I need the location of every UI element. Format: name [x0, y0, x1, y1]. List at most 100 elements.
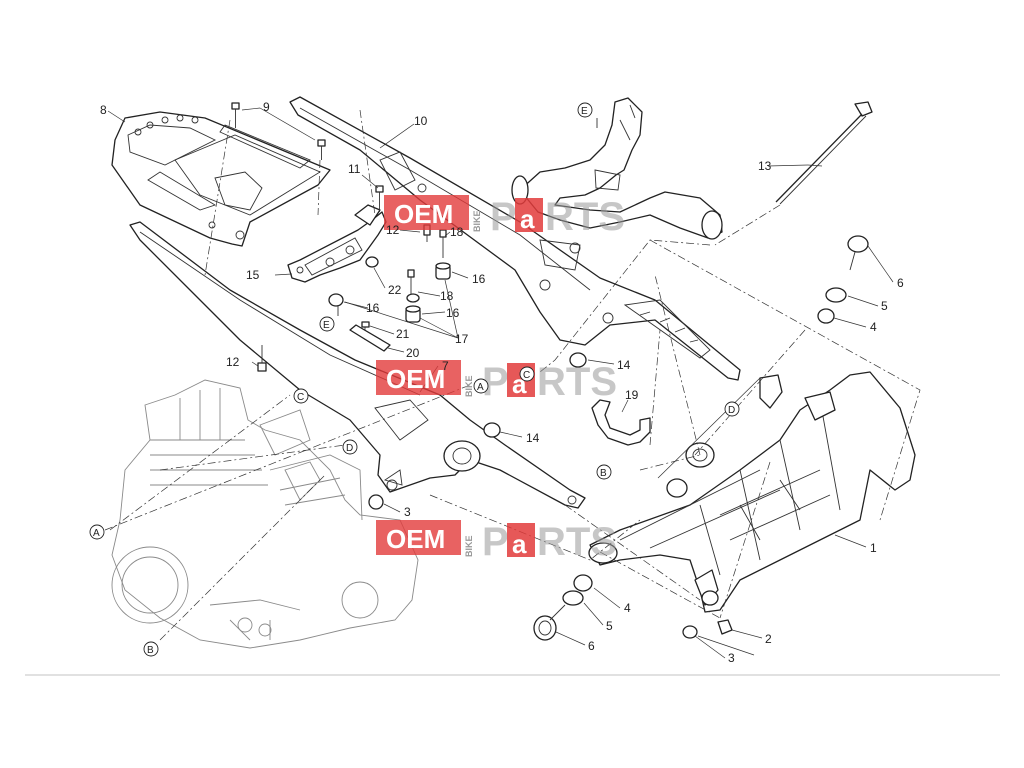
- luggage-rack: [111, 111, 331, 247]
- callout-5-lower: 5: [606, 619, 613, 633]
- watermark-parts-suffix: RTS: [537, 360, 617, 404]
- spacer-14-b: [483, 422, 501, 438]
- bushing-4-upper: [817, 308, 835, 324]
- watermark-bike: BIKE: [472, 210, 482, 232]
- callout-16-b: 16: [366, 301, 380, 315]
- callout-5-upper: 5: [881, 299, 888, 313]
- watermark-brand: OEM: [394, 199, 453, 229]
- spacer-20: [349, 324, 391, 352]
- watermark-brand: OEM: [386, 524, 445, 554]
- ref-marker-d-frame: D: [724, 401, 740, 417]
- reference-markers: A A B B C C D D: [89, 102, 740, 657]
- watermark-bike: BIKE: [464, 375, 474, 397]
- ref-marker-b-frame: B: [596, 464, 612, 480]
- bolt-6-upper: [847, 235, 869, 271]
- assembly-lines: [104, 109, 921, 641]
- watermark-bottom: OEM BIKE P a RTS: [376, 520, 617, 564]
- svg-text:E: E: [581, 106, 588, 117]
- ref-marker-c-engine: C: [293, 388, 309, 404]
- screw-9-b: [317, 139, 326, 160]
- exhaust-bracket: [511, 97, 723, 240]
- long-bolt-13: [775, 101, 873, 205]
- svg-text:C: C: [523, 370, 530, 381]
- watermark-top: OEM BIKE P a RTS: [384, 195, 625, 239]
- svg-text:E: E: [323, 320, 330, 331]
- callout-4-lower: 4: [624, 601, 631, 615]
- watermark-parts-prefix: P: [490, 195, 517, 239]
- engine-illustration: [111, 379, 419, 649]
- watermark-parts-highlight: a: [512, 529, 527, 559]
- callout-22: 22: [388, 283, 402, 297]
- callout-6-lower: 6: [588, 639, 595, 653]
- watermark-parts-prefix: P: [482, 520, 509, 564]
- watermark-brand: OEM: [386, 364, 445, 394]
- washer-5-upper: [825, 287, 847, 303]
- callout-18-a: 18: [450, 225, 464, 239]
- callout-9: 9: [263, 100, 270, 114]
- svg-text:B: B: [600, 468, 607, 479]
- spacer-3-left: [368, 494, 384, 510]
- callout-14-b: 14: [526, 431, 540, 445]
- screw-9-a: [231, 102, 240, 128]
- watermark-parts-suffix: RTS: [545, 195, 625, 239]
- svg-text:A: A: [477, 382, 484, 393]
- callout-12-top: 12: [386, 223, 400, 237]
- washer-5-lower: [562, 590, 584, 606]
- washer-18-b: [406, 293, 420, 303]
- svg-text:C: C: [297, 392, 304, 403]
- bracket-19: [591, 399, 651, 446]
- bushing-4-lower: [573, 574, 593, 592]
- ref-marker-e-plate: E: [319, 316, 335, 332]
- watermark-bike: BIKE: [464, 535, 474, 557]
- callout-1: 1: [870, 541, 877, 555]
- callout-10: 10: [414, 114, 428, 128]
- screw-18-b: [407, 269, 415, 296]
- callout-3-left: 3: [404, 505, 411, 519]
- callout-4-upper: 4: [870, 320, 877, 334]
- ref-marker-e-exhaust: E: [577, 102, 593, 118]
- nut-22: [365, 256, 379, 268]
- callout-18-b: 18: [440, 289, 454, 303]
- callout-labels: 1 2 3 3 4 4 5 5 6 6 7 8 9 10 11 12 12 13…: [100, 100, 904, 665]
- callout-8: 8: [100, 103, 107, 117]
- ref-marker-b-bottom: B: [143, 641, 159, 657]
- rubber-16-c: [405, 305, 421, 323]
- watermark-parts-suffix: RTS: [537, 520, 617, 564]
- callout-6-upper: 6: [897, 276, 904, 290]
- clip-2: [717, 619, 733, 635]
- svg-text:D: D: [728, 405, 735, 416]
- callout-12-left: 12: [226, 355, 240, 369]
- nut-3-right: [682, 625, 698, 639]
- svg-text:A: A: [93, 528, 100, 539]
- ref-marker-c-frame: C: [519, 366, 535, 382]
- mounting-plate: [287, 204, 387, 283]
- ref-marker-a-left: A: [89, 524, 105, 540]
- callout-20: 20: [406, 346, 420, 360]
- ref-marker-a-frame: A: [473, 378, 489, 394]
- screw-11: [375, 185, 384, 212]
- callout-13: 13: [758, 159, 772, 173]
- svg-text:B: B: [147, 645, 154, 656]
- spacer-16-a: [328, 293, 344, 307]
- main-frame: [588, 371, 916, 613]
- bolt-6-lower: [533, 604, 566, 641]
- spacer-14-a: [569, 352, 587, 368]
- callout-11: 11: [348, 162, 361, 176]
- callout-2: 2: [765, 632, 772, 646]
- svg-text:D: D: [346, 443, 353, 454]
- rubber-16-b: [435, 262, 451, 280]
- callout-21: 21: [396, 327, 410, 341]
- callout-14-a: 14: [617, 358, 631, 372]
- callout-3-right: 3: [728, 651, 735, 665]
- ref-marker-d-engine: D: [342, 439, 358, 455]
- watermark-parts-highlight: a: [520, 204, 535, 234]
- callout-16-c: 16: [446, 306, 460, 320]
- callout-17: 17: [455, 332, 469, 346]
- bolt-12-left: [257, 345, 267, 372]
- callout-16-a: 16: [472, 272, 486, 286]
- callout-15: 15: [246, 268, 260, 282]
- callout-7: 7: [442, 359, 449, 373]
- callout-19: 19: [625, 388, 639, 402]
- screw-18-a: [439, 229, 447, 258]
